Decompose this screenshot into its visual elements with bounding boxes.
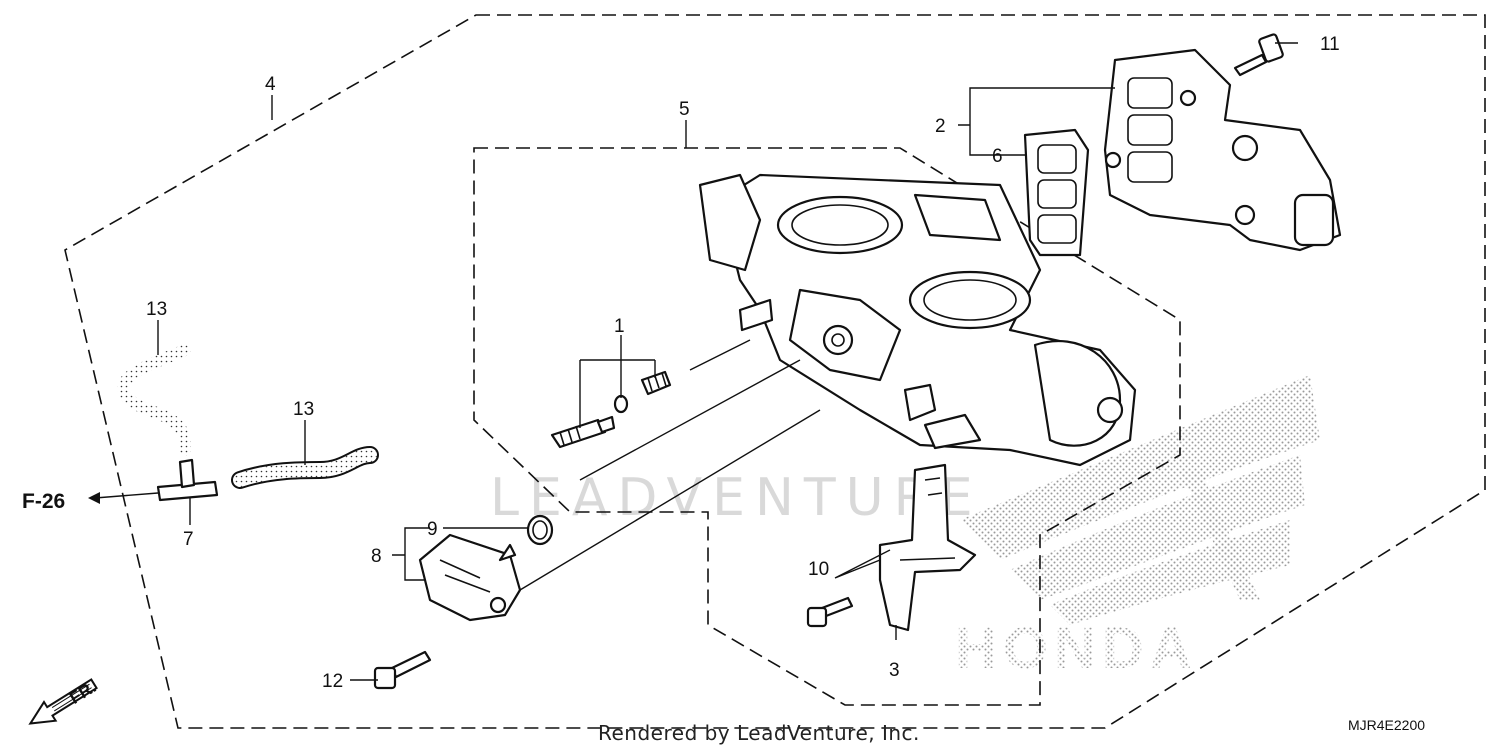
label-11: 11 [1320,34,1340,55]
bracket-3 [878,463,977,632]
label-2: 2 [935,116,946,137]
sensor-8 [418,533,522,622]
label-7: 7 [183,529,194,550]
honda-wing-logo [960,375,1320,625]
hose-13-left [117,344,191,456]
gasket-6 [1023,128,1090,257]
screw-set-1 [550,370,672,449]
bolt-10 [806,596,854,628]
front-arrow-icon [28,678,98,725]
label-10: 10 [808,559,829,580]
label-1: 1 [614,316,625,337]
screw-11 [1233,33,1284,77]
credit-text: Rendered by LeadVenture, Inc. [598,721,920,745]
throttle-body-outline-5 [473,147,1181,706]
label-9: 9 [427,519,438,540]
label-5: 5 [679,99,690,120]
label-6: 6 [992,146,1003,167]
diagram-code: MJR4E2200 [1348,717,1425,733]
label-13-right: 13 [293,399,314,420]
t-joint-7 [156,458,219,502]
label-8: 8 [371,546,382,567]
hose-13-right [231,446,379,489]
bolt-12 [373,650,432,690]
label-3: 3 [889,660,900,681]
label-4: 4 [265,74,276,95]
label-13-left: 13 [146,299,167,320]
group-outline-4 [64,14,1486,729]
leader-lines [88,42,1298,681]
watermark-text: LEADVENTURE [490,468,983,528]
label-12: 12 [322,671,343,692]
iacv-assembly [1103,48,1342,252]
reference-f26: F-26 [22,490,65,513]
o-ring-9 [526,514,554,546]
honda-logo-text: HONDA [955,616,1198,681]
throttle-body [698,173,1137,467]
